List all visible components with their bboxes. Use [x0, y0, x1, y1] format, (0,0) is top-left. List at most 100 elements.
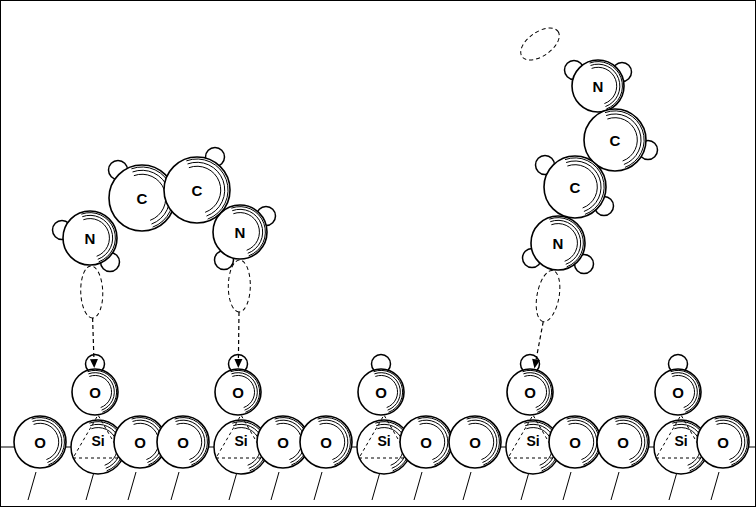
sphere-shading [91, 428, 117, 466]
atom-label: Si [90, 434, 105, 448]
atom-sphere: C [108, 164, 176, 232]
lone-pair [532, 268, 563, 323]
sphere-circle [531, 216, 585, 270]
atom-symbol: O [357, 368, 405, 416]
atom-sphere: C [543, 155, 607, 219]
atom-symbol: O [299, 415, 353, 469]
atom-symbol: O [13, 415, 67, 469]
bond-stub [669, 472, 677, 500]
sphere-circle [655, 369, 701, 415]
atom-sphere: O [596, 415, 650, 469]
bond-line [238, 312, 240, 359]
hydrogen-bond [80, 266, 104, 368]
bond-stub [521, 472, 529, 500]
bond-line [93, 318, 94, 359]
bond-stub [611, 472, 619, 500]
sphere-circle [572, 60, 624, 112]
atom-symbol: O [548, 415, 602, 469]
sphere-shading [526, 428, 552, 466]
sphere-circle [300, 416, 352, 468]
atom-sphere: O [156, 415, 210, 469]
sphere-circle [400, 416, 452, 468]
sphere-circle [544, 156, 606, 218]
atom-symbol: N [212, 204, 268, 260]
sphere-circle [72, 369, 118, 415]
atom-label: Si [525, 434, 540, 448]
bond-stub [372, 472, 380, 500]
bond-stub [563, 472, 571, 500]
sphere-circle [213, 205, 267, 259]
atom-sphere: O [399, 415, 453, 469]
atom-symbol: O [113, 415, 167, 469]
atom-sphere: O [696, 415, 750, 469]
bond-stub [229, 472, 237, 500]
atom-symbol: N [571, 59, 625, 113]
atom-symbol: C [163, 156, 231, 224]
atom-sphere: O [506, 368, 554, 416]
atom-symbol: C [583, 108, 647, 172]
sphere-circle [63, 211, 117, 265]
bond-stub [414, 472, 422, 500]
atom-sphere: O [214, 368, 262, 416]
atom-symbol: C [543, 155, 607, 219]
atom-sphere: O [256, 415, 310, 469]
hydrogen-bond [228, 260, 251, 368]
atom-sphere: O [357, 368, 405, 416]
atom-symbol: O [156, 415, 210, 469]
sphere-shading [377, 428, 403, 466]
atom-label: Si [673, 434, 688, 448]
sphere-circle [597, 416, 649, 468]
bond-stub [271, 472, 279, 500]
bond-line [536, 322, 543, 360]
bond-stub [314, 472, 322, 500]
bond-stub [128, 472, 136, 500]
atom-sphere: N [530, 215, 586, 271]
atom-symbol: C [108, 164, 176, 232]
sphere-shading [234, 428, 260, 466]
atom-sphere: N [62, 210, 118, 266]
atom-symbol: N [530, 215, 586, 271]
atom-symbol: O [399, 415, 453, 469]
bond-stub [28, 472, 36, 500]
arrow-head [234, 359, 242, 368]
hydrogen-bond [532, 268, 563, 368]
atom-sphere: C [583, 108, 647, 172]
atom-symbol: O [596, 415, 650, 469]
atom-sphere: O [13, 415, 67, 469]
atom-sphere: O [654, 368, 702, 416]
sphere-circle [157, 416, 209, 468]
arrow-head [90, 359, 98, 368]
atom-symbol: O [71, 368, 119, 416]
atom-symbol: O [214, 368, 262, 416]
arrow-head [532, 359, 540, 369]
sphere-circle [549, 416, 601, 468]
atom-symbol: O [696, 415, 750, 469]
sphere-circle [449, 416, 501, 468]
bond-stub [711, 472, 719, 500]
sphere-circle [358, 369, 404, 415]
bond-stub [463, 472, 471, 500]
atom-sphere: O [113, 415, 167, 469]
atom-symbol: N [62, 210, 118, 266]
atom-sphere: O [548, 415, 602, 469]
lone-pair [80, 266, 104, 319]
atom-sphere: O [448, 415, 502, 469]
atom-symbol: O [256, 415, 310, 469]
atom-label: Si [376, 434, 391, 448]
lone-pair [515, 22, 565, 67]
sphere-circle [14, 416, 66, 468]
atom-sphere: O [299, 415, 353, 469]
bond-stub [171, 472, 179, 500]
sphere-circle [507, 369, 553, 415]
atom-sphere: N [212, 204, 268, 260]
atom-symbol: O [654, 368, 702, 416]
atom-label: Si [233, 434, 248, 448]
sphere-shading [674, 428, 700, 466]
atom-symbol: O [506, 368, 554, 416]
atom-sphere: C [163, 156, 231, 224]
atom-symbol: O [448, 415, 502, 469]
lone-pair [228, 260, 251, 312]
sphere-circle [215, 369, 261, 415]
atom-sphere: O [71, 368, 119, 416]
